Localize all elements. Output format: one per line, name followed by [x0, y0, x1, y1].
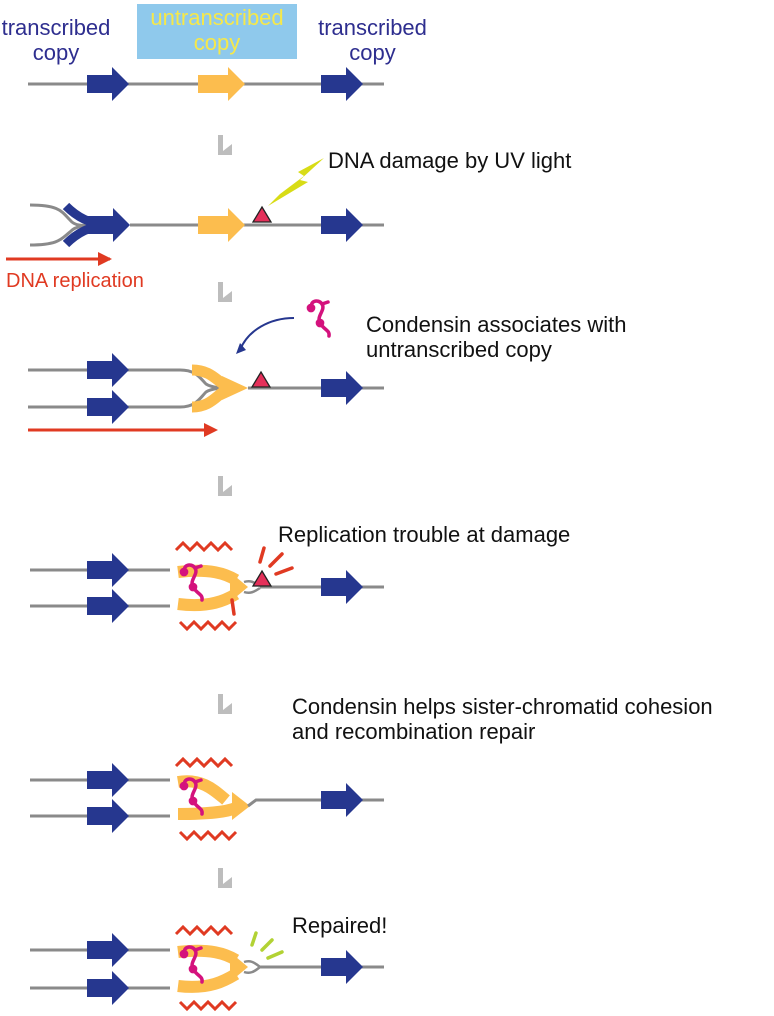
step-2-uv-damage [6, 158, 384, 266]
step-3-condensin-binding [28, 299, 384, 437]
transcribed-gene-right-3 [321, 371, 363, 405]
transcribed-gene-upper-4 [87, 553, 129, 587]
transcribed-gene-right-4 [321, 570, 363, 604]
stress-zigzag-bottom-4 [178, 619, 238, 632]
transcribed-gene-upper-3 [87, 353, 129, 387]
stress-zigzag-top-5 [174, 756, 234, 769]
step-5-recombination-repair [30, 756, 384, 842]
transcribed-gene-right-6 [321, 950, 363, 984]
transcribed-gene-upper-6 [87, 933, 129, 967]
stress-zigzag-bottom-5 [178, 829, 238, 842]
repaired-rays-icon [250, 931, 284, 960]
transcribed-gene-lower-4 [87, 589, 129, 623]
transcribed-gene-right [321, 67, 363, 101]
step-arrow-2 [218, 282, 232, 302]
damage-site-icon-4 [252, 570, 272, 587]
step-arrow-5 [218, 868, 232, 888]
stress-zigzag-top-6 [174, 924, 234, 937]
trouble-marks-icon [230, 546, 294, 616]
transcribed-gene-lower-6 [87, 971, 129, 1005]
caption-repaired: Repaired! [292, 913, 388, 938]
stress-zigzag-top-4 [174, 540, 234, 553]
step-6-repaired [30, 924, 384, 1012]
stress-zigzag-bottom-6 [178, 999, 238, 1012]
caption-condensin-helps: Condensin helps sister-chromatid cohesio… [292, 694, 713, 744]
step-arrow-4 [218, 694, 232, 714]
caption-replication-trouble: Replication trouble at damage [278, 522, 571, 547]
damage-site-icon [252, 206, 272, 223]
transcribed-gene-left-2 [88, 208, 130, 242]
caption-condensin-associates: Condensin associates with untranscribed … [366, 312, 627, 362]
step-arrow-3 [218, 476, 232, 496]
untranscribed-gene-2 [198, 208, 245, 242]
caption-dna-damage: DNA damage by UV light [328, 148, 572, 173]
transcribed-gene-upper-5 [87, 763, 129, 797]
replication-arrow-icon-3 [204, 423, 218, 437]
label-dna-replication: DNA replication [6, 270, 144, 292]
transcribed-gene-right-5 [321, 783, 363, 817]
transcribed-gene-left [87, 67, 129, 101]
transcribed-gene-lower-3 [87, 390, 129, 424]
step-4-replication-trouble [30, 540, 384, 632]
step-1-initial-dna [28, 67, 384, 101]
step-arrow-1 [218, 135, 232, 155]
uv-lightning-icon [268, 158, 324, 206]
replication-arrow-icon [98, 252, 112, 266]
damage-site-icon-3 [251, 371, 271, 388]
untranscribed-gene [198, 67, 245, 101]
transcribed-gene-right-2 [321, 208, 363, 242]
condensin-free-icon [306, 299, 331, 338]
transcribed-gene-lower-5 [87, 799, 129, 833]
